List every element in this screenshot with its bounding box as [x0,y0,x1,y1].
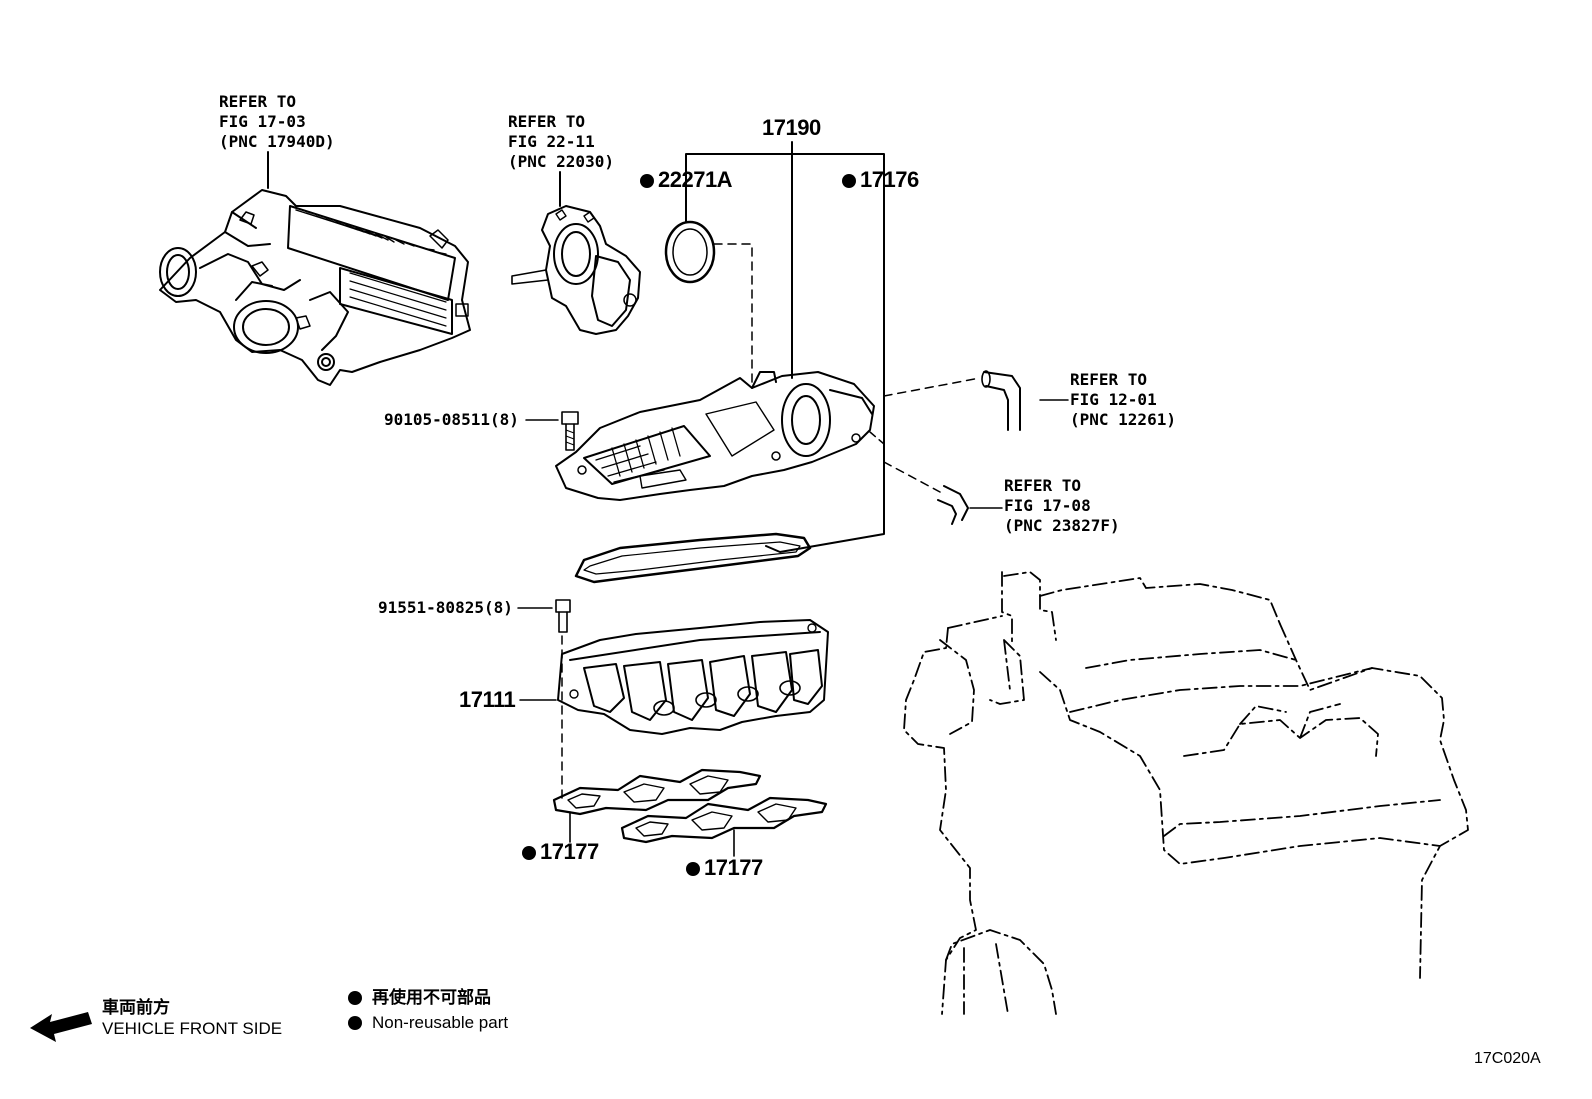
intake-manifold-17111 [519,619,829,735]
legend-nonreuse-en: Non-reusable part [372,1013,509,1032]
part-17177-a: 17177 [522,840,599,864]
legend-front-jp: 車両前方 [102,998,170,1017]
vehicle-front-arrow-icon [30,1012,92,1042]
part-17111: 17111 [459,687,516,712]
intake-plenum [555,371,885,501]
bolt-90105 [525,411,579,451]
manifold-gasket-17177-b [620,796,828,857]
ref-fig-17-08: REFER TO FIG 17-08 (PNC 23827F) [1004,476,1120,535]
manifold-gasket-17177-a [552,768,762,843]
engine-block-outline [903,571,1469,1015]
legend-dot-icons [348,991,362,1030]
ref-fig-22-11: REFER TO FIG 22-11 (PNC 22030) [508,112,614,171]
gasket-ring-22271a [664,220,753,385]
non-reusable-dot-icon [686,862,700,876]
part-17176: 17176 [842,168,919,192]
legend-front-en: VEHICLE FRONT SIDE [102,1019,283,1038]
hose-23827f [883,461,1003,525]
plenum-gasket-17176 [574,532,812,584]
ref-fig-12-01: REFER TO FIG 12-01 (PNC 12261) [1070,370,1176,429]
figure-code: 17C020A [1474,1050,1541,1067]
ref-fig-17-03: REFER TO FIG 17-03 (PNC 17940D) [219,92,335,151]
part-91551-80825: 91551-80825(8) [378,598,513,617]
non-reusable-dot-icon [522,846,536,860]
callout-17190 [685,141,885,553]
part-17177-b: 17177 [686,856,763,880]
legend-nonreuse-jp: 再使用不可部品 [372,988,491,1007]
pcv-hose-12261 [883,370,1069,431]
throttle-body [511,171,641,335]
intercooler-assembly [159,151,471,386]
part-90105-08511: 90105-08511(8) [384,410,519,429]
non-reusable-dot-icon [640,174,654,188]
non-reusable-dot-icon [842,174,856,188]
part-17190: 17190 [762,115,821,140]
part-22271a: 22271A [640,168,733,192]
